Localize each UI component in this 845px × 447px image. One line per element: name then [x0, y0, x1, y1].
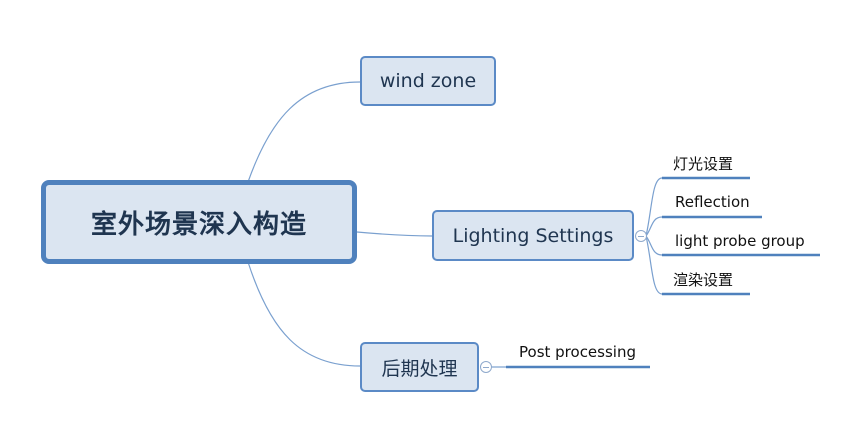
connector-lighting-leaf-4: [645, 235, 663, 295]
connector-root-lighting: [356, 231, 433, 237]
connector-root-postproc: [247, 261, 361, 367]
connector-lighting-leaf-2: [645, 216, 663, 237]
topic-wind-zone-label: wind zone: [379, 70, 477, 92]
topic-post-processing-cn-label: 后期处理: [381, 357, 458, 380]
collapse-toggle-postproc-icon[interactable]: [480, 361, 492, 373]
connector-root-wind-zone: [247, 81, 361, 183]
subtopic-reflection[interactable]: Reflection: [675, 193, 750, 211]
subtopic-light-probe-group[interactable]: light probe group: [675, 232, 805, 250]
subtopic-post-processing[interactable]: Post processing: [519, 343, 636, 361]
collapse-toggle-lighting-icon[interactable]: [635, 230, 647, 242]
topic-wind-zone[interactable]: wind zone: [360, 56, 496, 106]
connector-lighting-leaf-1: [645, 177, 663, 237]
subtopic-light-settings[interactable]: 灯光设置: [673, 155, 734, 173]
root-topic[interactable]: 室外场景深入构造: [41, 180, 357, 264]
topic-post-processing-cn[interactable]: 后期处理: [360, 342, 479, 392]
root-topic-label: 室外场景深入构造: [90, 209, 307, 240]
topic-lighting-settings-label: Lighting Settings: [452, 224, 614, 247]
connector-lighting-leaf-3: [645, 235, 663, 256]
topic-lighting-settings[interactable]: Lighting Settings: [432, 210, 634, 261]
subtopic-render-settings[interactable]: 渲染设置: [673, 271, 734, 289]
